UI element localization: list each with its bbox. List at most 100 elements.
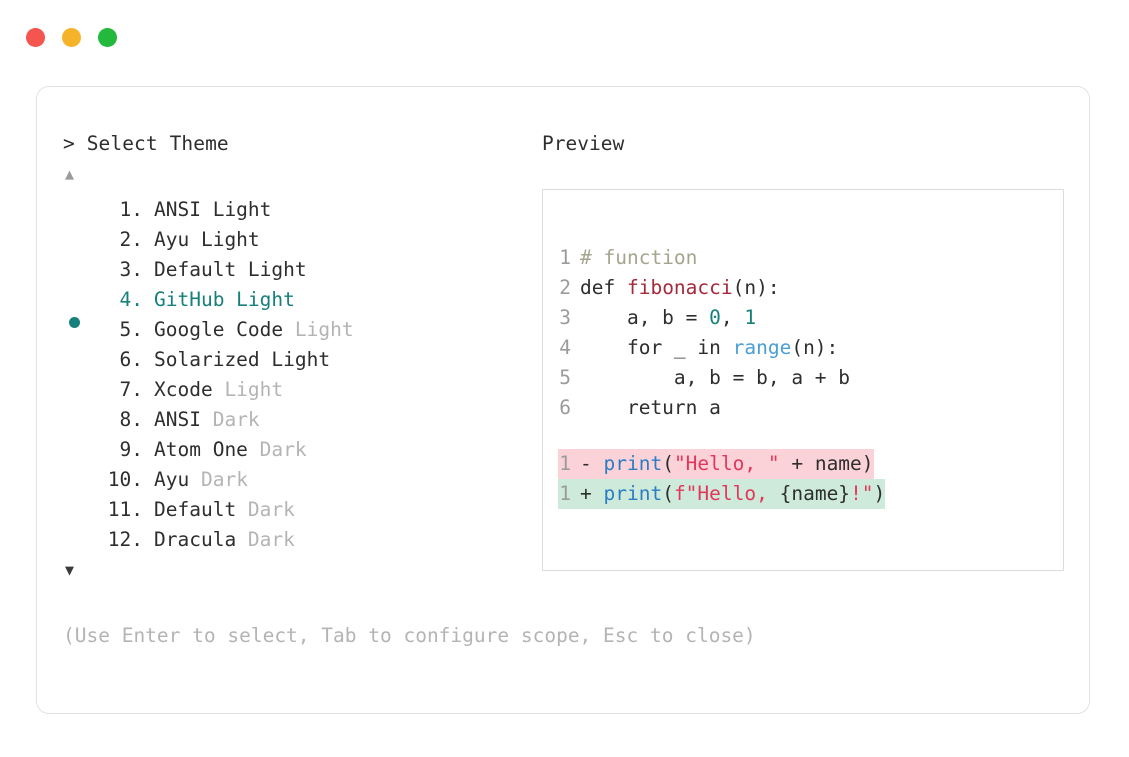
prompt-line: > Select Theme <box>63 131 533 157</box>
theme-list-item[interactable]: 11.Default Dark <box>63 495 533 525</box>
theme-item-label: Ayu Light <box>154 228 260 251</box>
theme-list-item[interactable]: 7.Xcode Light <box>63 375 533 405</box>
code-line-number: 6 <box>559 396 571 419</box>
selected-bullet-icon <box>69 317 80 328</box>
code-line-text: for _ in range(n): <box>580 333 838 363</box>
theme-item-label: Dracula <box>154 528 237 551</box>
code-token: + name) <box>779 452 874 475</box>
code-line: 6 return a <box>558 393 1057 423</box>
code-token: , <box>720 306 745 329</box>
code-line-text: return a <box>580 393 721 423</box>
theme-list-item[interactable]: 9. Atom One Dark <box>63 435 533 465</box>
code-line: 4 for _ in range(n): <box>558 333 1057 363</box>
theme-item-index: 2. <box>119 228 143 251</box>
code-token: (n): <box>791 336 839 359</box>
scroll-up-arrow-icon[interactable]: ▲ <box>65 165 75 183</box>
code-token: # function <box>580 246 698 269</box>
code-token: (n): <box>732 276 780 299</box>
theme-item-index: 4. <box>119 288 143 311</box>
window-traffic-lights <box>26 28 117 47</box>
theme-item-label: ANSI <box>154 408 201 431</box>
code-token: 0 <box>709 306 721 329</box>
code-token: a, b = <box>580 306 710 329</box>
theme-item-index: 3. <box>119 258 143 281</box>
code-token: ( <box>662 482 674 505</box>
theme-item-label: Solarized Light <box>154 348 331 371</box>
diff-line-del: 1- print("Hello, " + name) <box>558 449 874 479</box>
theme-item-index: 6. <box>119 348 143 371</box>
code-token: return a <box>580 396 721 419</box>
code-line-number: 4 <box>559 336 571 359</box>
theme-item-variant-label: Dark <box>236 528 295 551</box>
theme-item-label: Ayu <box>154 468 190 491</box>
theme-list-item[interactable]: 2. Ayu Light <box>63 225 533 255</box>
preview-title: Preview <box>542 132 625 155</box>
diff-line-text: print(f"Hello, {name}!") <box>603 479 885 509</box>
theme-list-item[interactable]: 8. ANSI Dark <box>63 405 533 435</box>
prompt-label: Select Theme <box>86 132 229 155</box>
diff-line-number: 1 <box>559 452 571 475</box>
code-token: def <box>580 276 627 299</box>
theme-item-label: Default Light <box>154 258 307 281</box>
code-token: a, b = b, a + b <box>580 366 851 389</box>
code-token: !" <box>850 482 874 505</box>
theme-item-label: Atom One <box>154 438 248 461</box>
theme-list-item[interactable]: 1.ANSI Light <box>63 195 533 225</box>
theme-item-variant-label: Dark <box>200 408 260 431</box>
diff-line-text: print("Hello, " + name) <box>603 449 873 479</box>
theme-item-variant-label: Dark <box>189 468 248 491</box>
theme-item-variant-label: Light <box>212 378 284 401</box>
code-line: 5 a, b = b, a + b <box>558 363 1057 393</box>
diff-line-add: 1 + print(f"Hello, {name}!") <box>558 479 886 509</box>
prompt-caret-icon: > <box>63 132 75 155</box>
diff-sign: - <box>580 452 604 475</box>
diff-line-number: 1 <box>559 482 571 505</box>
code-token: range <box>732 336 792 359</box>
close-window-dot[interactable] <box>26 28 45 47</box>
code-line: 1# function <box>558 243 1057 273</box>
theme-list-item[interactable]: 3. Default Light <box>63 255 533 285</box>
theme-item-label: GitHub Light <box>154 288 295 311</box>
code-token: for _ in <box>580 336 733 359</box>
theme-item-label: Xcode <box>154 378 213 401</box>
theme-item-label: Default <box>154 498 237 521</box>
theme-item-index: 1. <box>119 198 143 221</box>
code-line: 2 def fibonacci(n): <box>558 273 1057 303</box>
code-token: "Hello, " <box>673 452 780 475</box>
theme-item-index: 12. <box>107 528 143 551</box>
scroll-down-arrow-icon[interactable]: ▼ <box>65 561 75 579</box>
code-blank-line <box>558 423 1057 449</box>
theme-item-variant-label: Dark <box>247 438 307 461</box>
diff-lines: 1- print("Hello, " + name)1+ print(f"Hel… <box>558 449 1057 509</box>
theme-list-item[interactable]: 6. Solarized Light <box>63 345 533 375</box>
theme-list-item[interactable]: 4. GitHub Light <box>63 285 533 328</box>
theme-item-index: 10. <box>107 468 143 491</box>
theme-item-index: 9. <box>119 438 143 461</box>
maximize-window-dot[interactable] <box>98 28 117 47</box>
code-token: fibonacci <box>626 276 733 299</box>
code-token: 1 <box>744 306 757 329</box>
code-token: print <box>603 482 663 505</box>
theme-list-item[interactable]: 5.Google Code Light <box>63 315 533 345</box>
theme-list-item[interactable]: 10. Ayu Dark <box>63 465 533 495</box>
theme-item-index: 8. <box>119 408 143 431</box>
code-token: ( <box>662 452 674 475</box>
code-line-text: a, b = b, a + b <box>580 363 850 393</box>
code-token: {name} <box>779 482 851 505</box>
diff-sign: + <box>580 482 604 505</box>
theme-list-item[interactable]: 12. Dracula Dark <box>63 525 533 555</box>
page-title <box>75 132 87 155</box>
code-line-number: 5 <box>559 366 571 389</box>
code-line-number: 2 <box>559 276 571 299</box>
code-line-text: # function <box>580 243 697 273</box>
theme-item-variant-label: Dark <box>236 498 295 521</box>
minimize-window-dot[interactable] <box>62 28 81 47</box>
code-line-text: def fibonacci(n): <box>580 273 780 303</box>
code-token: ) <box>873 482 886 505</box>
